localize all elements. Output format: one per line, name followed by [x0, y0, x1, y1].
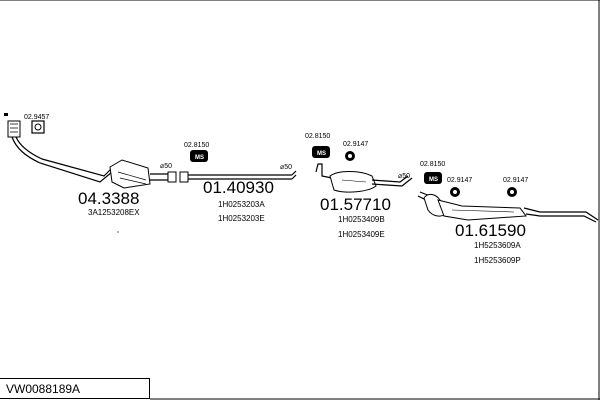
middle-silencer-group[interactable] — [315, 163, 413, 193]
rear-silencer-body — [437, 199, 527, 221]
catalyst-outlet — [150, 173, 169, 181]
middle-pipe-oe-1: 1H0253203A — [218, 200, 265, 209]
middle-silencer-outlet — [371, 175, 413, 187]
hanger-c-label: 02.9147 — [503, 177, 528, 184]
mount-a-badge: MS — [195, 155, 204, 161]
rear-silencer-seam — [451, 209, 515, 213]
rear-silencer-group[interactable] — [417, 191, 599, 223]
mount-b-icon — [312, 146, 330, 158]
front-pipe-flange-out — [167, 171, 177, 183]
hanger-b-label: 02.9147 — [447, 177, 472, 184]
mount-b-label: 02.8150 — [305, 133, 330, 140]
diameter-label-1: ⌀50 — [160, 163, 172, 170]
front-pipe-oe-1: 3A1253208EX — [88, 208, 140, 217]
middle-pipe-tube — [188, 174, 292, 180]
stray-dot — [117, 231, 119, 233]
hanger-b-hole — [453, 190, 457, 194]
diameter-label-2: ⌀50 — [280, 164, 292, 171]
hanger-c-hole — [510, 190, 514, 194]
front-pipe-tube-inner — [15, 136, 113, 177]
front-pipe-tube — [11, 136, 113, 183]
mount-b-badge: MS — [317, 151, 326, 157]
mount-a-label: 02.8150 — [184, 142, 209, 149]
front-pipe-part-number: 04.3388 — [78, 189, 139, 208]
catalyst-detail — [117, 171, 147, 185]
clamp-front-group[interactable]: 02.9457 — [24, 114, 49, 134]
front-pipe-group[interactable] — [4, 113, 177, 189]
rear-tail-pipe — [523, 207, 599, 223]
catalyst-body — [109, 159, 151, 189]
sensor-tab — [4, 113, 8, 116]
rear-silencer-oe-1: 1H5253609A — [474, 241, 521, 250]
hanger-a-hole — [348, 154, 352, 158]
clamp-front-label: 02.9457 — [24, 114, 49, 121]
middle-pipe-end — [291, 170, 297, 180]
middle-pipe-part-number: 01.40930 — [203, 178, 274, 197]
middle-silencer-seam — [341, 179, 367, 183]
diagram-reference-label: VW0088189A — [6, 382, 81, 396]
mount-c-icon — [424, 172, 442, 184]
flange-detail — [10, 123, 18, 133]
mount-a-group[interactable]: MS 02.8150 — [184, 142, 209, 162]
middle-silencer-oe-1: 1H0253409B — [338, 215, 385, 224]
diameter-label-3: ⌀50 — [398, 173, 410, 180]
hanger-a-group[interactable]: 02.9147 — [343, 141, 368, 161]
middle-silencer-body — [329, 171, 377, 193]
clamp-front-icon — [31, 120, 45, 134]
hanger-b-group[interactable]: 02.9147 — [447, 177, 472, 197]
middle-silencer-oe-2: 1H0253409E — [338, 230, 385, 239]
clamp-front-hole — [34, 123, 42, 131]
hanger-a-label: 02.9147 — [343, 141, 368, 148]
front-flange — [7, 120, 21, 138]
diagram-reference-box: VW0088189A — [0, 378, 150, 399]
mount-b-group[interactable]: MS 02.8150 — [305, 133, 330, 158]
middle-pipe-oe-2: 1H0253203E — [218, 214, 265, 223]
rear-silencer-oe-2: 1H5253609P — [474, 256, 521, 265]
mount-c-group[interactable]: MS 02.8150 — [420, 161, 445, 184]
middle-silencer-inlet — [315, 163, 333, 179]
middle-silencer-part-number: 01.57710 — [320, 195, 391, 214]
hanger-c-group[interactable]: 02.9147 — [503, 177, 528, 197]
rear-silencer-part-number: 01.61590 — [455, 221, 526, 240]
middle-pipe-flange-in — [179, 171, 189, 183]
middle-pipe-group[interactable] — [179, 170, 297, 183]
mount-c-label: 02.8150 — [420, 161, 445, 168]
mount-a-icon — [190, 150, 208, 162]
mount-c-badge: MS — [429, 177, 438, 183]
